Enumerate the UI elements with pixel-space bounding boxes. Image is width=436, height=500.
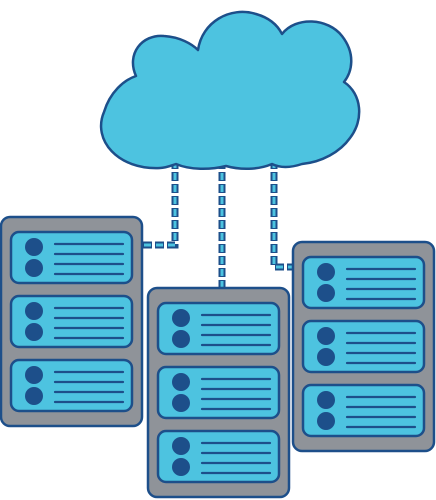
cloud-body [99,10,361,170]
status-light-icon [172,458,190,476]
dashed-connection-icon [140,160,179,249]
status-light-icon [317,327,335,345]
status-light-icon [25,302,43,320]
status-light-icon [172,373,190,391]
status-light-icon [317,284,335,302]
server-unit [301,255,426,310]
server-racks [0,215,436,499]
server-rack-icon [146,286,291,499]
server-unit [156,365,281,420]
server-unit [156,301,281,356]
status-light-icon [172,394,190,412]
server-unit [9,358,134,413]
status-light-icon [317,263,335,281]
status-light-icon [172,437,190,455]
server-unit [9,294,134,349]
status-light-icon [25,323,43,341]
connections [140,160,295,288]
server-rack-icon [291,240,436,453]
status-light-icon [317,348,335,366]
status-light-icon [25,259,43,277]
server-rack-icon [0,215,144,428]
status-light-icon [172,330,190,348]
server-unit [9,230,134,285]
status-light-icon [25,238,43,256]
dashed-connection-icon [272,160,295,269]
server-unit [156,429,281,484]
status-light-icon [317,412,335,430]
status-light-icon [25,366,43,384]
status-light-icon [172,309,190,327]
server-unit [301,383,426,438]
status-light-icon [317,391,335,409]
cloud-icon [99,10,361,170]
status-light-icon [25,387,43,405]
dashed-connection-icon [140,160,177,247]
server-unit [301,319,426,374]
